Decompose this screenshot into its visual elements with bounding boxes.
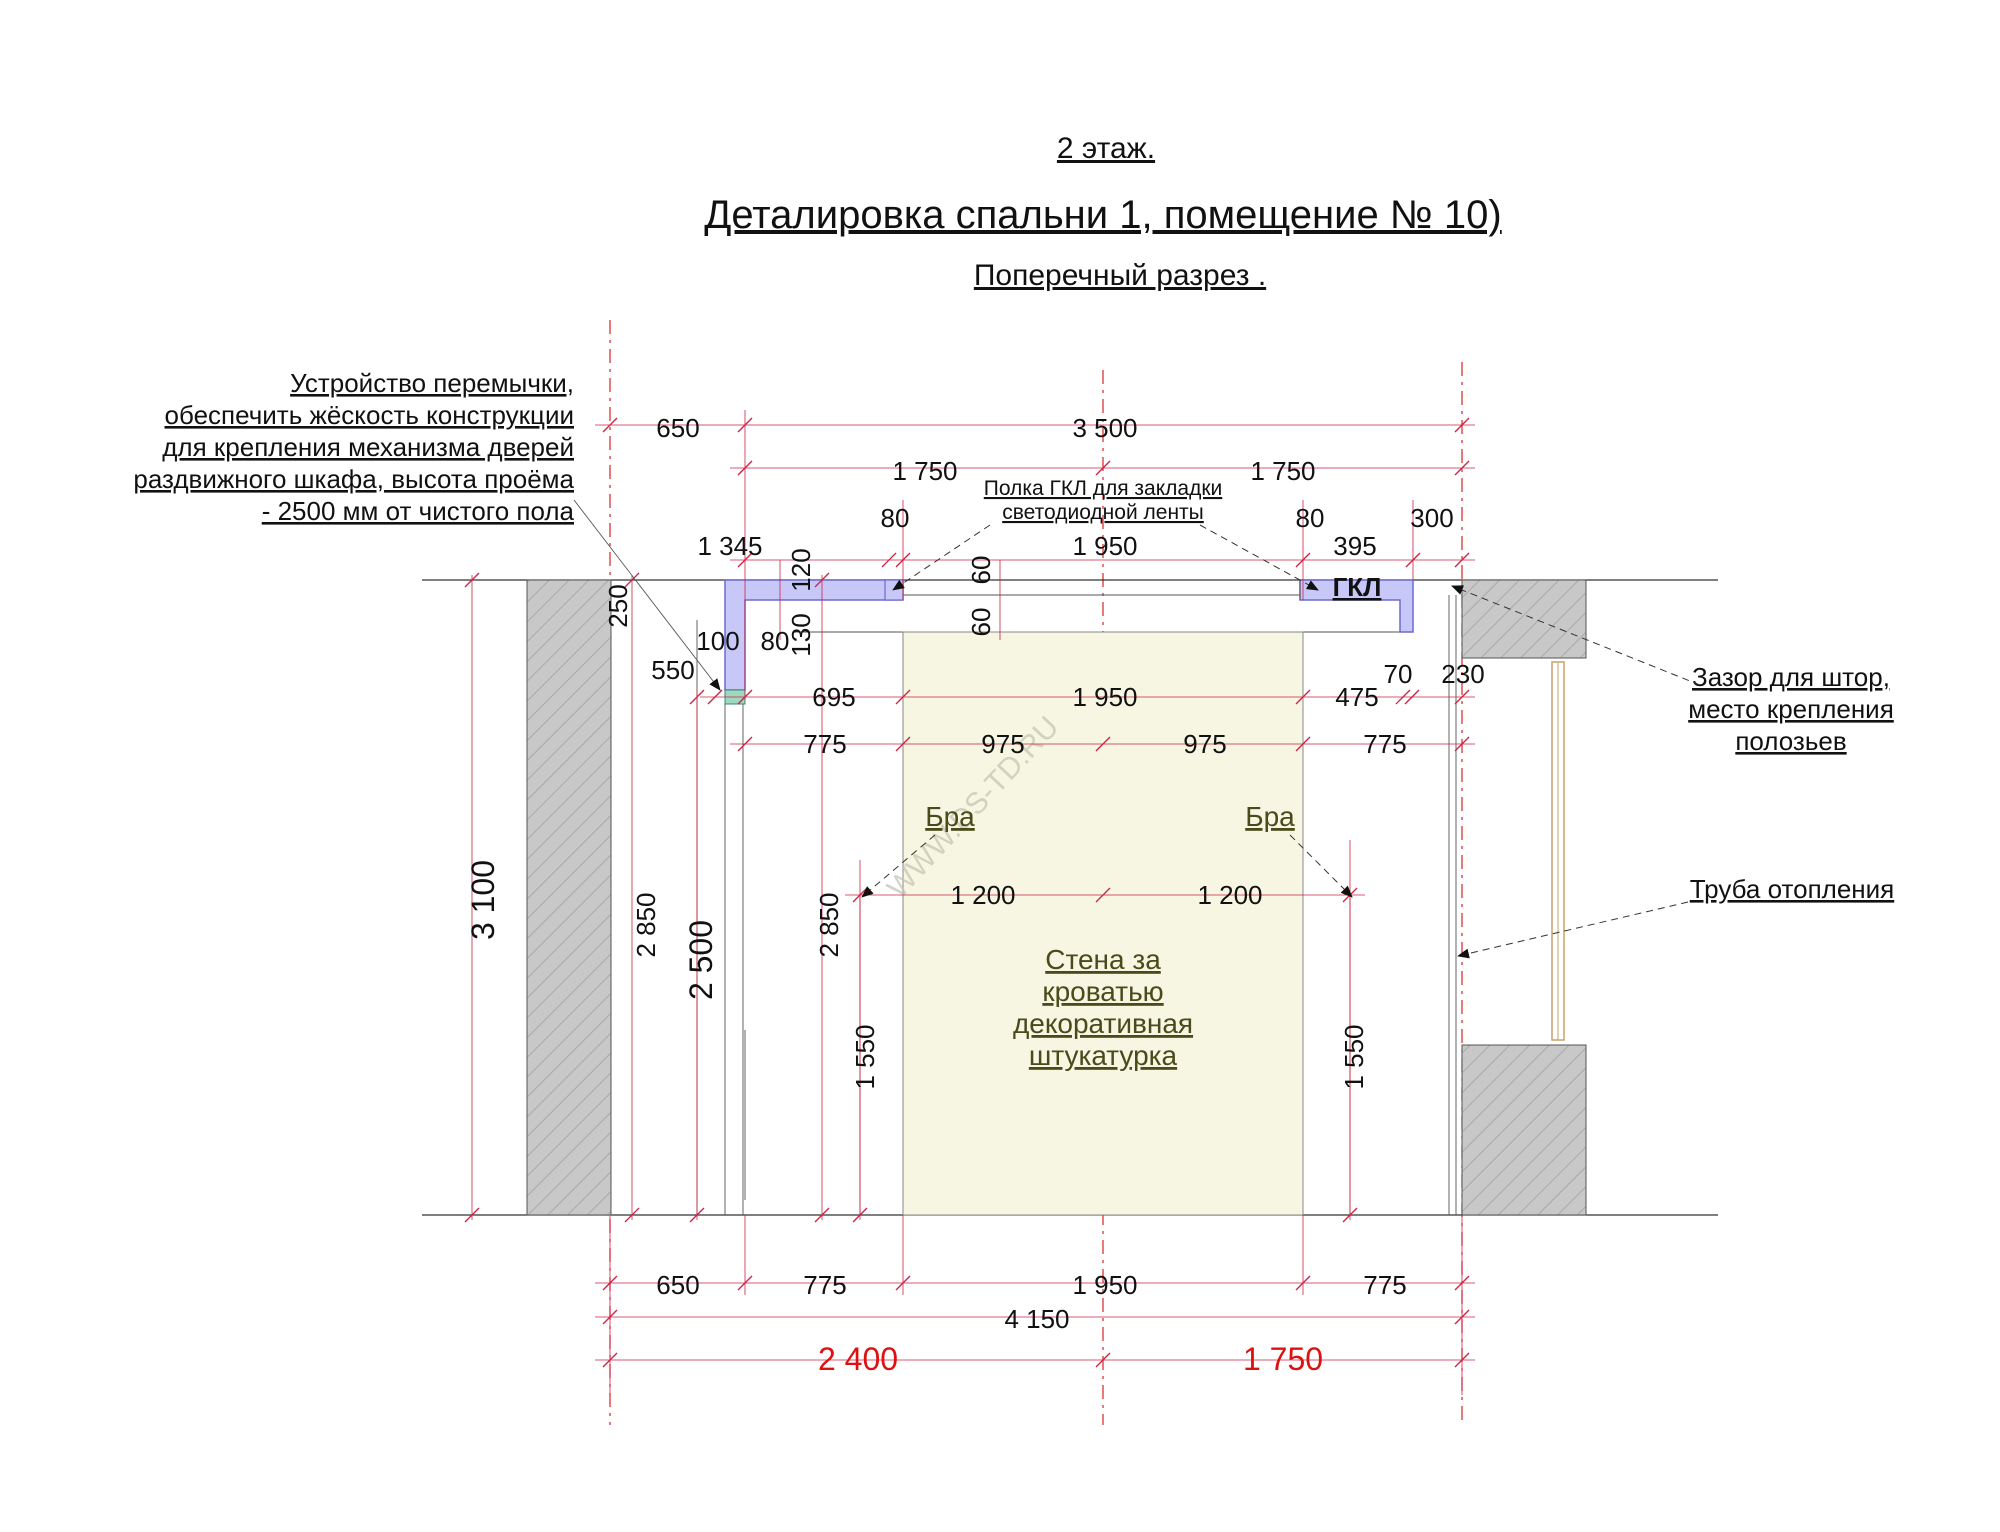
dim-3100: 3 100: [465, 860, 501, 940]
dim-v-60-top: 60: [966, 556, 996, 585]
dim-bottom-1950: 1 950: [1072, 1270, 1137, 1300]
dim-v-120: 120: [786, 548, 816, 591]
gkl-label: ГКЛ: [1333, 572, 1382, 602]
dim-1200-right: 1 200: [1197, 880, 1262, 910]
dim-top-1345: 1 345: [697, 531, 762, 561]
dim-top-80-right: 80: [1296, 503, 1325, 533]
dim-2850-outer: 2 850: [631, 892, 661, 957]
dim-top-1750-right: 1 750: [1250, 456, 1315, 486]
dim-top-3500: 3 500: [1072, 413, 1137, 443]
dim-1550-right: 1 550: [1339, 1024, 1369, 1089]
lintel-leader: [573, 499, 721, 691]
bed-wall-panel: [902, 631, 1304, 1216]
dim-70: 70: [1384, 659, 1413, 689]
dim-bottom-650: 650: [656, 1270, 699, 1300]
curtain-note-line-3: полозьев: [1735, 726, 1846, 756]
bed-wall-note: Стена за кроватью декоративная штукатурк…: [1013, 944, 1193, 1071]
dim-v-250: 250: [603, 584, 633, 627]
sconce-left-label: Бра: [925, 801, 975, 832]
dim-top-300: 300: [1410, 503, 1453, 533]
shelf-leader-left: [892, 524, 991, 591]
pipe-note: Труба отопления: [1690, 874, 1895, 904]
curtain-note-line-1: Зазор для штор,: [1692, 662, 1890, 692]
dim-top-650: 650: [656, 413, 699, 443]
floor-label: 2 этаж.: [1057, 132, 1155, 165]
dim-475: 475: [1335, 682, 1378, 712]
lintel-note-line-4: раздвижного шкафа, высота проёма: [133, 464, 574, 494]
left-wall: [526, 579, 612, 1216]
dim-bottom-775-right: 775: [1363, 1270, 1406, 1300]
dim-1200-left: 1 200: [950, 880, 1015, 910]
shelf-note-line-1: Полка ГКЛ для закладки: [984, 477, 1223, 500]
drawing-title: Деталировка спальни 1, помещение № 10): [704, 193, 1501, 237]
dim-1550-left: 1 550: [850, 1024, 880, 1089]
dim-550: 550: [651, 655, 694, 685]
shelf-note-line-2: светодиодной ленты: [1002, 501, 1204, 524]
dim-80-mid: 80: [761, 626, 790, 656]
dim-top-1750-left: 1 750: [892, 456, 957, 486]
dim-775-left: 775: [803, 729, 846, 759]
dim-975-left: 975: [981, 729, 1024, 759]
dim-230: 230: [1441, 659, 1484, 689]
dim-top-395: 395: [1333, 531, 1376, 561]
lintel-note: Устройство перемычки, обеспечить жёскост…: [133, 368, 574, 526]
bed-wall-note-line-1: Стена за: [1045, 944, 1161, 975]
vertical-dim-lines: [471, 560, 1351, 1220]
curtain-note-line-2: место крепления: [1688, 694, 1894, 724]
right-wall-top: [1461, 579, 1587, 659]
sconce-left-leader: [861, 834, 936, 898]
curtain-leader: [1451, 585, 1701, 686]
dim-2500: 2 500: [683, 920, 719, 1000]
dim-v-130: 130: [786, 613, 816, 656]
bed-wall-note-line-2: кроватью: [1042, 976, 1163, 1007]
lintel-note-line-2: обеспечить жёскость конструкции: [165, 400, 574, 430]
dim-775-right: 775: [1363, 729, 1406, 759]
lintel-note-line-3: для крепления механизма дверей: [162, 432, 574, 462]
dim-red-1750: 1 750: [1243, 1341, 1323, 1377]
shelf-note: Полка ГКЛ для закладки светодиодной лент…: [984, 477, 1223, 524]
shelf-leader-right: [1199, 524, 1319, 591]
drawing-subtitle: Поперечный разрез .: [974, 259, 1266, 292]
dim-bottom-4150: 4 150: [1004, 1304, 1069, 1334]
dim-bottom-775-left: 775: [803, 1270, 846, 1300]
lintel-note-line-5: - 2500 мм от чистого пола: [262, 496, 575, 526]
bed-wall-note-line-4: штукатурка: [1029, 1040, 1178, 1071]
dim-red-2400: 2 400: [818, 1341, 898, 1377]
dim-975-right: 975: [1183, 729, 1226, 759]
pipe-leader: [1457, 901, 1689, 959]
gkl-shelf-left-ledge: [884, 579, 904, 601]
sconce-right-label: Бра: [1245, 801, 1295, 832]
dim-v-60-bottom: 60: [966, 608, 996, 637]
dim-695: 695: [812, 682, 855, 712]
bed-wall-note-line-3: декоративная: [1013, 1008, 1193, 1039]
dim-1950-mid: 1 950: [1072, 682, 1137, 712]
dim-top-1950: 1 950: [1072, 531, 1137, 561]
dim-top-80-left: 80: [881, 503, 910, 533]
dim-2850-inner: 2 850: [814, 892, 844, 957]
dim-100: 100: [696, 626, 739, 656]
lintel-note-line-1: Устройство перемычки,: [290, 368, 574, 398]
right-wall-bottom: [1461, 1044, 1587, 1216]
sconce-right-leader: [1289, 834, 1353, 898]
curtain-note: Зазор для штор, место крепления полозьев: [1688, 662, 1894, 756]
